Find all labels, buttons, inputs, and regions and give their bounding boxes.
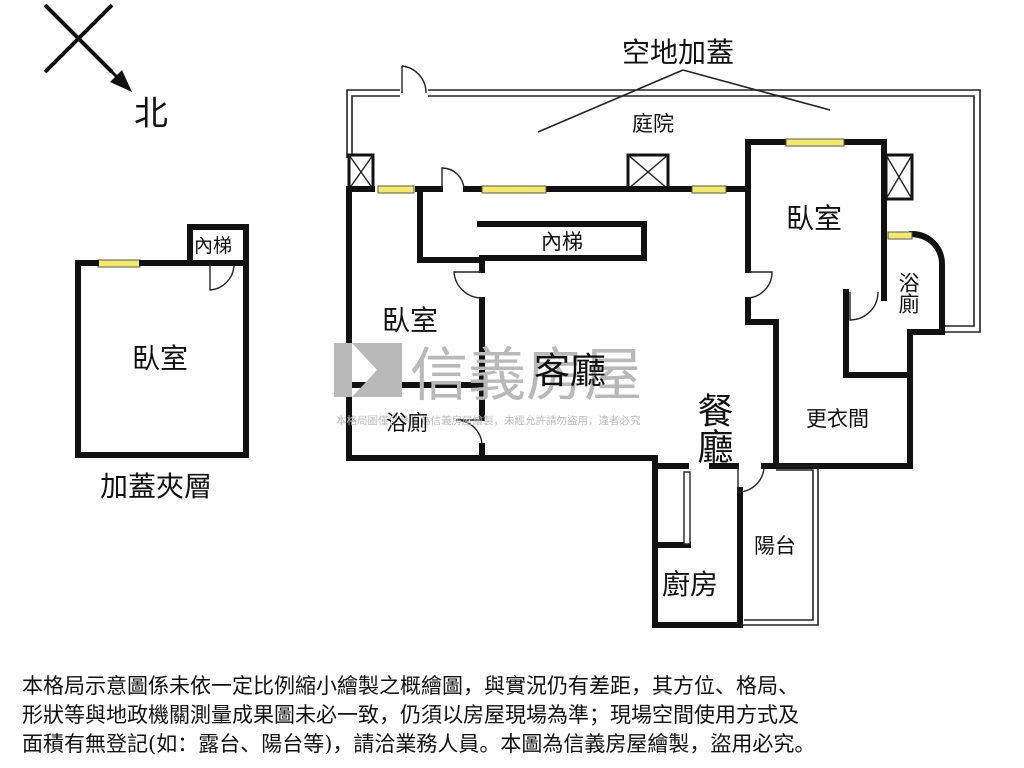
label-bathroom-left: 浴廁 [386,411,428,435]
door-swing [747,271,773,299]
window [691,185,727,194]
label-balcony: 陽台 [754,534,796,558]
label-mezzanine-bedroom: 臥室 [132,342,188,375]
door-swing [441,167,465,190]
watermark: 信義房屋 本格局圖僅供參考為信義房屋繪製，未經允許請勿盜用，違者必究 [334,343,642,427]
annex-callout-line [537,69,684,133]
label-living-room: 客廳 [534,351,606,392]
door-swing [453,271,483,299]
compass: 北 [43,3,168,134]
sliding-door [683,471,691,545]
window [97,259,141,268]
window [377,185,415,194]
label-mezzanine-stairs: 內梯 [194,235,232,257]
north-arrow-icon [110,70,132,92]
north-label: 北 [134,94,168,134]
door-swing [849,291,879,321]
watermark-notice: 本格局圖僅供參考為信義房屋繪製，未經允許請勿盜用，違者必究 [336,414,641,427]
annex-outline [346,89,981,333]
shaft-middle [626,153,670,191]
door-swing [455,419,483,447]
label-kitchen: 廚房 [662,568,718,601]
disclaimer-line: 形狀等與地政機關測量成果圖未必一致，仍須以房屋現場為準；現場空間使用方式及 [22,703,799,727]
label-mezzanine-caption: 加蓋夾層 [100,470,212,503]
watermark-logo-bar [334,343,352,397]
annex-entry-door [400,65,428,100]
watermark-brand: 信義房屋 [410,343,642,408]
annex-callout-line [682,69,831,111]
disclaimer-line: 面積有無登記(如：露台、陽台等)，請洽業務人員。本圖為信義房屋繪製，盜用必究。 [22,732,816,756]
balcony-outline [740,465,819,626]
shaft-right [884,153,914,201]
label-dining-room: 餐廳 [692,392,733,464]
door-swing [209,263,235,291]
watermark-logo-mark [352,343,402,397]
mezzanine-plan [75,224,249,458]
door-swing [737,465,765,493]
disclaimer: 本格局示意圖係未依一定比例縮小繪製之概繪圖，與實況仍有差距，其方位、格局、 形狀… [22,672,1007,759]
label-courtyard: 庭院 [632,112,674,136]
shaft-left [347,153,375,191]
window [785,138,845,147]
window [481,185,547,194]
label-walk-in-closet: 更衣間 [806,407,869,431]
label-bedroom-right: 臥室 [786,202,842,235]
label-stairs-main: 內梯 [541,230,583,254]
floor-plan: 北 [43,3,981,628]
disclaimer-line: 本格局示意圖係未依一定比例縮小繪製之概繪圖，與實況仍有差距，其方位、格局、 [22,674,799,698]
label-bedroom-left: 臥室 [382,304,438,337]
label-bathroom-right: 浴廁 [896,272,920,314]
doors [441,167,879,545]
window [887,231,913,240]
compass-arrow-shaft [76,36,124,84]
label-top-annex: 空地加蓋 [622,36,734,69]
